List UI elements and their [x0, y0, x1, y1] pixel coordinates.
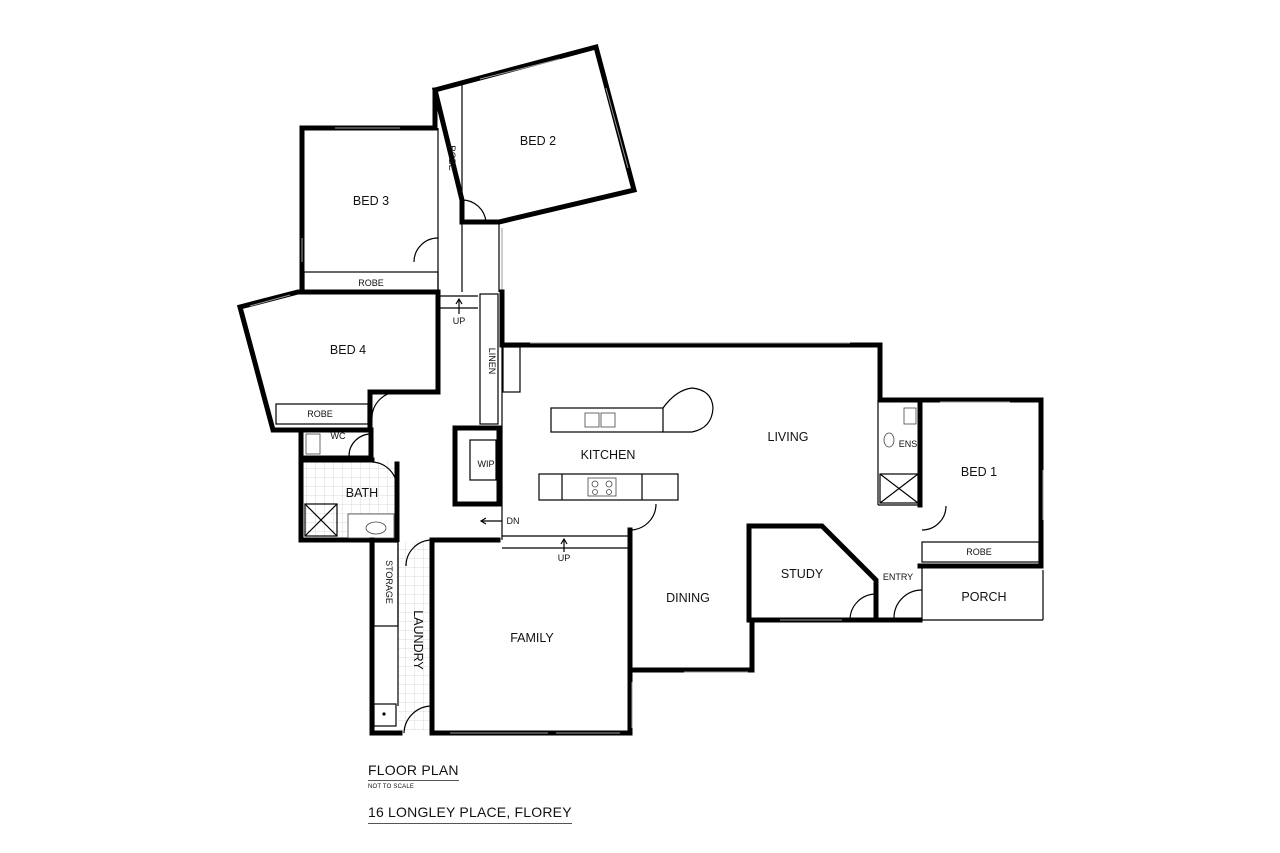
bed-3-walls [299, 125, 438, 295]
label-laundry: LAUNDRY [411, 610, 425, 670]
property-address: 16 LONGLEY PLACE, FLOREY [368, 804, 572, 824]
bath-walls [298, 457, 400, 543]
dining-study [627, 523, 879, 673]
label-stairs-down: DN [507, 516, 520, 526]
bed-2-door-swing [461, 199, 487, 223]
label-dining: DINING [666, 591, 710, 605]
hallway [440, 222, 503, 425]
bed-4-robe [275, 403, 369, 425]
label-bed-1-robe: ROBE [966, 547, 992, 557]
label-bath: BATH [346, 486, 378, 500]
basin-icon [365, 521, 387, 535]
label-bed-1: BED 1 [961, 465, 997, 479]
walk-in-pantry [452, 425, 502, 507]
label-kitchen: KITCHEN [581, 448, 636, 462]
cooktop-icon [587, 477, 617, 497]
laundry-area [369, 537, 435, 736]
label-stairs-up-bottom: UP [558, 553, 571, 563]
bed-2-window-side [605, 87, 629, 169]
label-living: LIVING [768, 430, 809, 444]
bed-2-window-top [479, 58, 561, 80]
plan-title: FLOOR PLAN [368, 762, 459, 781]
bed-3-room [299, 125, 439, 295]
label-linen: LINEN [487, 348, 497, 375]
bed-4-window [249, 294, 291, 307]
label-bed-2: BED 2 [520, 134, 556, 148]
island-rounded-end [662, 387, 714, 433]
bed-4-room [236, 289, 441, 433]
plan-title-block: FLOOR PLAN NOT TO SCALE [368, 762, 459, 790]
label-storage: STORAGE [384, 560, 394, 604]
label-study: STUDY [781, 567, 824, 581]
label-bed-4-robe: ROBE [307, 409, 333, 419]
bed-1-robe [921, 541, 1040, 563]
study-walls [746, 523, 879, 623]
sink-icon [584, 412, 600, 428]
entry-door-swing [893, 589, 923, 619]
bed-1-suite [873, 397, 1044, 623]
bed-4-door-swing [371, 391, 399, 419]
label-ens: ENS [899, 439, 918, 449]
linen-cupboard [479, 293, 499, 425]
scale-note: NOT TO SCALE [368, 784, 415, 790]
bed-4-walls [236, 289, 441, 433]
label-family: FAMILY [510, 631, 554, 645]
wip-walls [452, 425, 502, 507]
shower [304, 503, 338, 537]
study-door-swing [849, 593, 877, 621]
kitchen-bench [538, 473, 679, 501]
label-stairs-up-top: UP [453, 316, 466, 326]
label-bed-4: BED 4 [330, 343, 366, 357]
bed-3-door-swing [413, 237, 439, 263]
ens-toilet-icon [903, 407, 917, 425]
label-bed-3: BED 3 [353, 194, 389, 208]
label-wip: WIP [478, 459, 495, 469]
room-labels: BED 2 ROBE BED 3 ROBE BED 4 ROBE LINEN U… [307, 134, 1006, 670]
kitchen-island [550, 407, 664, 433]
label-porch: PORCH [961, 590, 1006, 604]
laundry-tub [373, 703, 397, 727]
label-wc: WC [331, 431, 346, 441]
label-bed-2-robe: ROBE [447, 145, 457, 171]
family-room [429, 517, 633, 736]
label-bed-3-robe: ROBE [358, 278, 384, 288]
label-entry: ENTRY [883, 572, 913, 582]
wet-areas [298, 427, 400, 543]
ens-shower [879, 473, 919, 504]
kitchen-living [499, 289, 883, 540]
toilet-icon [305, 433, 321, 455]
